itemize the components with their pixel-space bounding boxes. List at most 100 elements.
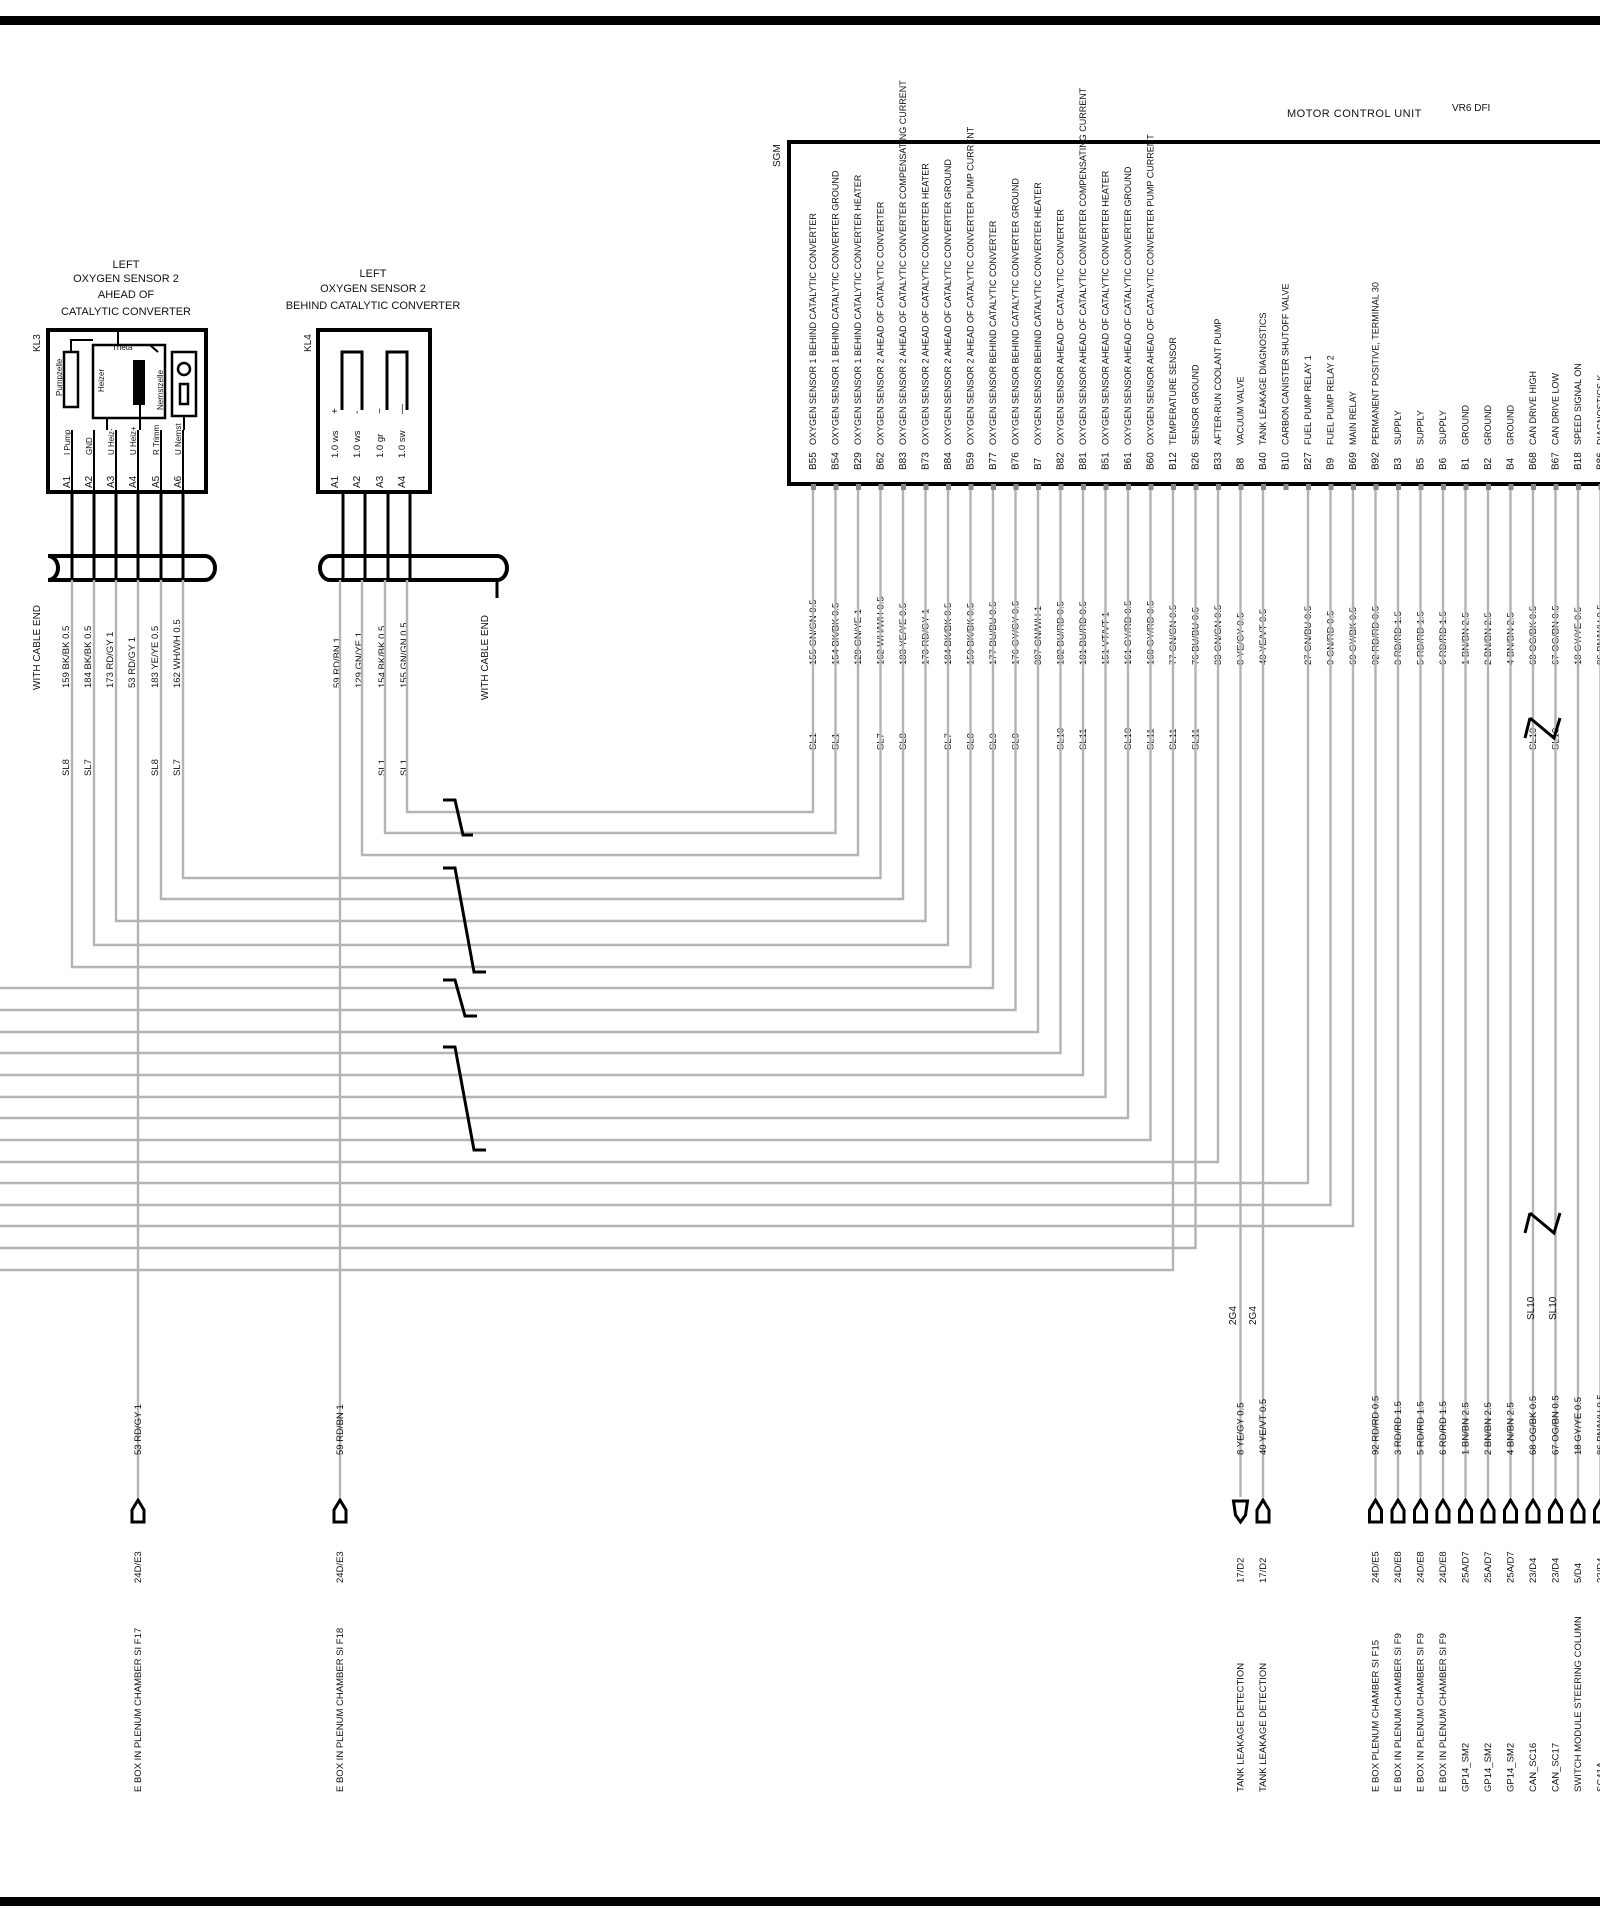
sensor1-cable-end-label: WITH CABLE END (32, 605, 43, 690)
ecu-pin-stub (1351, 484, 1356, 490)
bottom-ref: 24D/E8 (1393, 1551, 1404, 1583)
wire (70, 490, 972, 969)
ecu-pin-id: B54 (831, 452, 842, 470)
bottom-dest: E BOX IN PLENUM CHAMBER SI F17 (133, 1628, 144, 1792)
connector-arrow-up-icon (1368, 1497, 1383, 1524)
sensor1-pin-id: A5 (151, 475, 162, 488)
ecu-pin-id: B51 (1101, 452, 1112, 470)
ecu-pin-stub (1283, 484, 1289, 490)
ecu-sgm-tag: SGM (772, 144, 783, 167)
ecu-pin-id: B59 (966, 452, 977, 470)
sensor1-int-theta: Theta (112, 343, 133, 352)
break-mark (443, 866, 486, 974)
sensor1-internal-lines (70, 332, 185, 430)
ecu-pin-stub (856, 484, 861, 490)
bottom-ref: 17/D2 (1236, 1558, 1247, 1583)
oxygen-sensor-2: LEFT OXYGEN SENSOR 2 BEHIND CATALYTIC CO… (286, 268, 509, 776)
sensor2-title-l1: LEFT (360, 268, 387, 280)
wire (0, 490, 1107, 1099)
ecu-pin-desc: OXYGEN SENSOR 1 BEHIND CATALYTIC CONVERT… (853, 174, 863, 445)
ecu-pin-id: B68 (1528, 452, 1539, 470)
ecu-pin-wire: 86 BN/WH 0.5 (1596, 604, 1600, 665)
sensor2-cable-end-label: WITH CABLE END (480, 615, 491, 700)
ecu-title: MOTOR CONTROL UNIT (1287, 108, 1422, 120)
ecu-pin-desc: SUPPLY (1416, 410, 1426, 445)
connector-arrow-up-icon (1593, 1497, 1600, 1524)
sensor1-box (46, 328, 208, 494)
ecu-pin-stub (1306, 484, 1311, 490)
bottom-ref: 23/D4 (1551, 1558, 1562, 1583)
ecu-pin-desc: SPEED SIGNAL ON (1573, 363, 1583, 445)
sensor2-pin-id: A2 (352, 475, 363, 488)
sensor2-pin-sl: SL1 (377, 759, 388, 776)
bottom-ref: 24D/E5 (1371, 1551, 1382, 1583)
splice-can-2: SL10 (1548, 1296, 1559, 1320)
ecu-pin-stub (923, 484, 929, 490)
sensor2-pin-sl: SL1 (399, 759, 410, 776)
ecu-pin-desc: OXYGEN SENSOR 2 AHEAD OF CATALYTIC CONVE… (876, 201, 886, 445)
connector-arrow-up-icon (1503, 1497, 1518, 1524)
sensor1-pin-sl: SL8 (61, 759, 72, 776)
sensor2-pin-wire: 59 RD/BN 1 (332, 637, 343, 688)
bottom-wire-label: 18 GY/YE 0.5 (1573, 1397, 1584, 1455)
ecu-pin-id: B3 (1393, 457, 1404, 470)
ecu-pin-stub (1261, 484, 1266, 490)
ecu-pin-stub (1126, 484, 1131, 490)
ecu-pin-id: B81 (1078, 452, 1089, 470)
wire (360, 490, 860, 857)
bottom-wire-label: 92 RD/RD 0.5 (1371, 1396, 1382, 1455)
ecu-pin-stub (1463, 484, 1469, 490)
wire (405, 490, 815, 814)
sensor1-pin-id: A4 (128, 475, 139, 488)
bottom-wire-label: 3 RD/RD 1.5 (1393, 1401, 1404, 1455)
bottom-ref: 24D/E8 (1438, 1551, 1449, 1583)
bottom-ref: 24D/E8 (1416, 1551, 1427, 1583)
sensor2-internal-coil (340, 350, 409, 410)
ecu-pin-id: B9 (1326, 457, 1337, 470)
ecu-pin-desc: CAN DRIVE LOW (1551, 372, 1561, 445)
ecu-pin-desc: TANK LEAKAGE DIAGNOSTICS (1258, 313, 1268, 445)
wire (0, 490, 1220, 1164)
sensor1-title-l2: OXYGEN SENSOR 2 (73, 273, 179, 285)
ecu-pin-id: B77 (988, 452, 999, 470)
sensor2-pin-wire: 155 GN/GN 0.5 (399, 623, 410, 688)
sensor2-pin-fn: 1.0 ws (330, 430, 341, 458)
ecu-pin-desc: OXYGEN SENSOR 2 AHEAD OF CATALYTIC CONVE… (921, 163, 931, 445)
ecu-pin-desc: DIAGNOSTICS K (1596, 374, 1600, 445)
ecu-pin-desc: AFTER-RUN COOLANT PUMP (1213, 319, 1223, 445)
ecu-pin-id: B92 (1371, 452, 1382, 470)
sensor1-pin-wire: 184 BK/BK 0.5 (83, 626, 94, 688)
ecu-pin-desc: FUEL PUMP RELAY 1 (1303, 355, 1313, 445)
ecu-pin-desc: OXYGEN SENSOR AHEAD OF CATALYTIC CONVERT… (1056, 209, 1066, 445)
connector-arrow-up-icon (1390, 1497, 1406, 1524)
ecu-pin-desc: SUPPLY (1438, 410, 1448, 445)
sensor2-ref: KL4 (303, 334, 314, 352)
bottom-wire-label: 5 RD/RD 1.5 (1416, 1401, 1427, 1455)
connector-arrow-up-icon (1413, 1497, 1428, 1524)
sensor2-pin-sym: — (397, 404, 408, 414)
ecu-pin-stub (1238, 484, 1244, 490)
connector-arrow-up-icon (1435, 1497, 1451, 1524)
can-twist-mark (1523, 716, 1562, 741)
sensor1-pin-wire: 183 YE/YE 0.5 (150, 626, 161, 688)
can-twist-mark (1523, 1211, 1562, 1236)
bottom-ref: 17/D2 (1258, 1558, 1269, 1583)
bottom-wire-label: 8 YE/GY 0.5 (1236, 1403, 1247, 1455)
sensor1-pin-fn: I Pump (63, 429, 72, 455)
splice-can-1: SL10 (1526, 1296, 1537, 1320)
wire (0, 490, 1197, 1250)
ecu-pin-stub (1396, 484, 1401, 490)
wire (0, 490, 1332, 1207)
ecu-pin-stub (901, 484, 906, 490)
sensor1-int-nernstzelle: Nernstzelle (156, 369, 165, 410)
sensor1-pin-wire: 162 WH/WH 0.5 (172, 619, 183, 688)
ecu-pin-desc: GROUND (1483, 405, 1493, 445)
ecu-pin-id: B18 (1573, 452, 1584, 470)
ecu-pin-desc: OXYGEN SENSOR AHEAD OF CATALYTIC CONVERT… (1078, 87, 1088, 445)
sensor2-pin-id: A4 (397, 475, 408, 488)
bottom-ref: 25A/D7 (1483, 1551, 1494, 1583)
sensor2-title-l3: BEHIND CATALYTIC CONVERTER (286, 300, 461, 312)
ecu-pin-stub (1441, 484, 1446, 490)
wire (0, 490, 1130, 1120)
